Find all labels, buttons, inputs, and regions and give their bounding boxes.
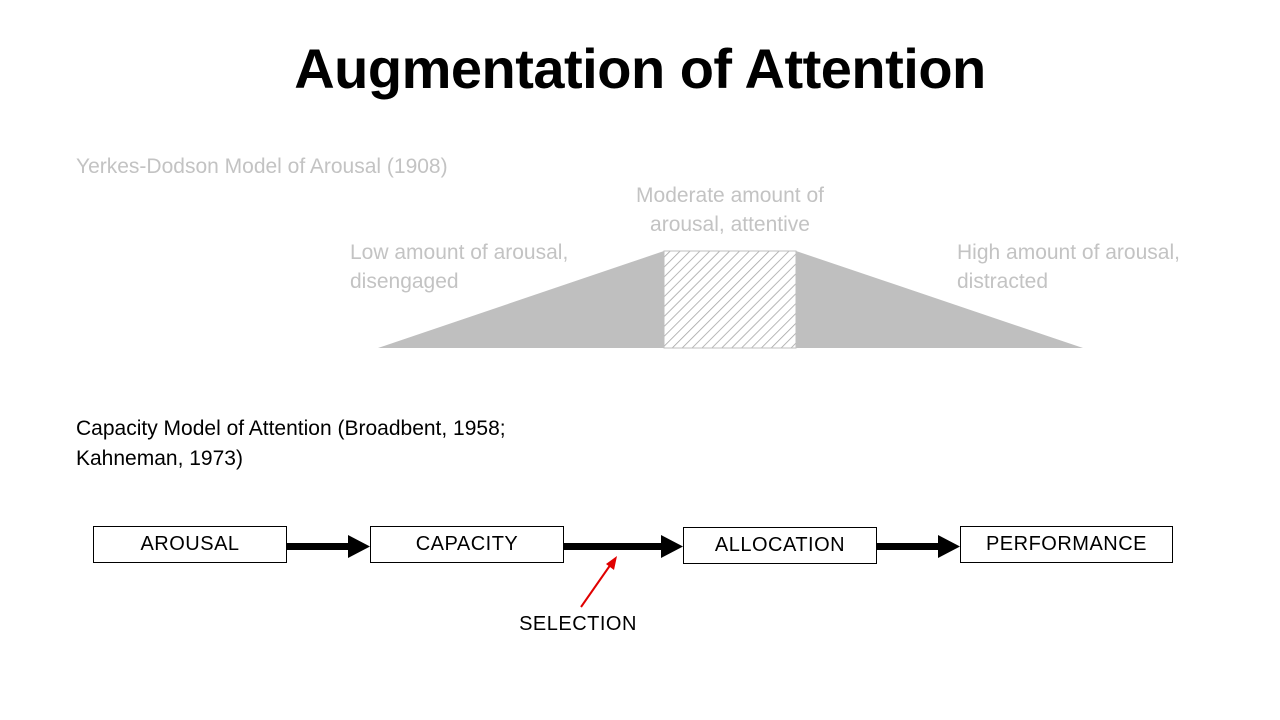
selection-arrow <box>580 556 617 608</box>
flow-arrow-capacity-allocation <box>564 535 683 558</box>
moderate-arousal-zone <box>663 250 797 349</box>
selection-label: SELECTION <box>519 613 637 635</box>
high-arousal-label: High amount of arousal, distracted <box>957 241 1180 293</box>
flow-arrow-allocation-performance <box>877 535 960 558</box>
low-arousal-label: Low amount of arousal, disengaged <box>350 241 569 293</box>
allocation-box: ALLOCATION <box>683 527 877 564</box>
moderate-arousal-label: Moderate amount of arousal, attentive <box>636 184 824 236</box>
flow-arrow-arousal-capacity <box>287 535 370 558</box>
high-arousal-slope <box>796 251 1083 348</box>
capacity-box: CAPACITY <box>370 526 564 563</box>
slide-title: Augmentation of Attention <box>294 37 986 100</box>
capacity-model-heading: Capacity Model of Attention (Broadbent, … <box>76 417 506 470</box>
yerkes-dodson-heading: Yerkes-Dodson Model of Arousal (1908) <box>76 155 448 178</box>
arousal-box: AROUSAL <box>93 526 287 563</box>
performance-box: PERFORMANCE <box>960 526 1173 563</box>
low-arousal-slope <box>378 251 664 348</box>
